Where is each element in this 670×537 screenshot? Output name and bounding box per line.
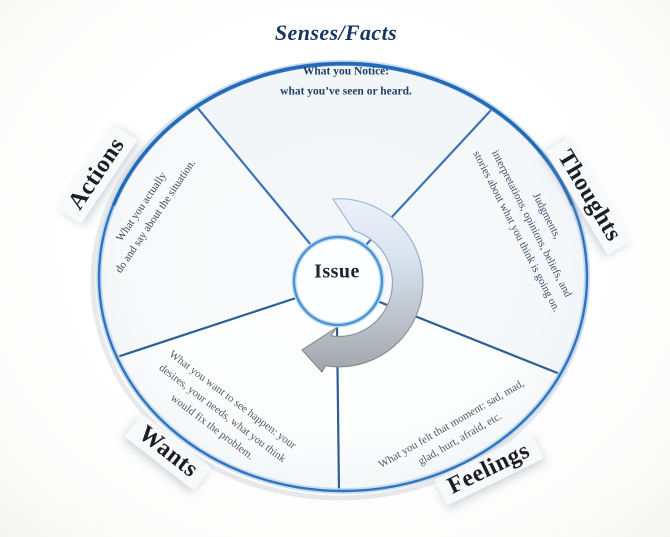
- sector-tint-thoughts: [365, 108, 587, 374]
- desc-line: What you Notice:: [302, 65, 390, 78]
- desc-line: what you’ve seen or heard.: [280, 85, 412, 97]
- sector-tint-senses: [196, 62, 493, 247]
- spoke-wants-actions: [116, 296, 297, 359]
- issue-circle: [292, 235, 384, 327]
- issue-label: Issue: [314, 260, 360, 283]
- cycle-arrow: [301, 198, 424, 373]
- ring-top-highlight: [112, 62, 574, 206]
- spoke-actions-senses: [195, 105, 312, 246]
- senses-description: What you Notice: what you’ve seen or hea…: [280, 62, 412, 101]
- sector-tint-actions: [99, 106, 311, 357]
- senses-heading: Senses/Facts: [274, 20, 398, 45]
